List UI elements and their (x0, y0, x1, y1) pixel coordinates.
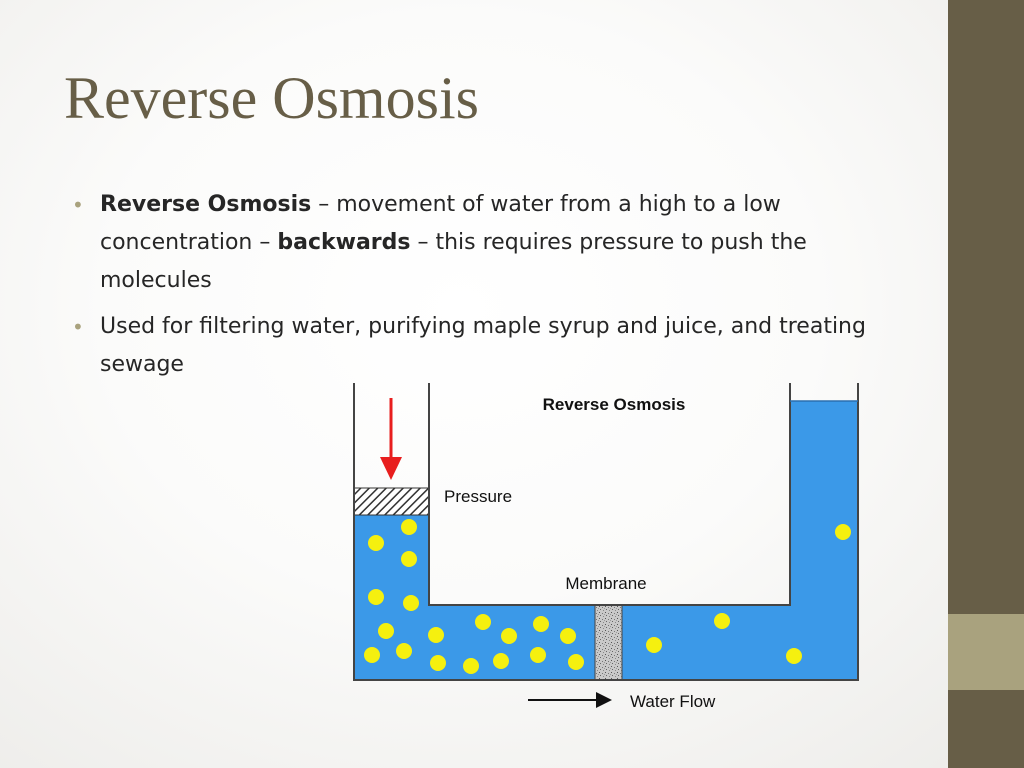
bullet-text: Used for filtering water, purifying mapl… (100, 314, 866, 377)
bullet-text-part: – movement of water from a high to a low… (100, 192, 781, 255)
membrane-icon (594, 604, 623, 681)
bullet-list: • Reverse Osmosis – movement of water fro… (72, 186, 890, 392)
water-flow-arrow-icon (528, 692, 612, 708)
pressure-arrow-icon (380, 398, 402, 480)
slide-title: Reverse Osmosis (64, 65, 479, 131)
bullet-term: Reverse Osmosis (100, 192, 312, 217)
vessel-outline (353, 383, 859, 681)
piston-icon (353, 487, 430, 516)
water-flow-label: Water Flow (630, 692, 716, 711)
sidebar-accent-block (948, 614, 1024, 690)
bullet-dot-icon: • (72, 193, 84, 217)
bullet-emphasis: backwards (277, 230, 411, 255)
membrane-label: Membrane (565, 574, 646, 593)
solute-particles (364, 519, 851, 674)
reverse-osmosis-diagram: Reverse Osmosis Pressure Membrane Water … (353, 383, 859, 711)
bullet-item-definition: • Reverse Osmosis – movement of water fro… (72, 186, 890, 300)
bullet-item-uses: • Used for filtering water, purifying map… (72, 308, 890, 384)
diagram-title: Reverse Osmosis (543, 395, 686, 414)
bullet-dot-icon: • (72, 315, 84, 339)
bullet-text-rest: – this requires pressure to push the mol… (100, 230, 807, 293)
vessel-inner-outline (428, 383, 791, 606)
pressure-label: Pressure (444, 487, 512, 506)
